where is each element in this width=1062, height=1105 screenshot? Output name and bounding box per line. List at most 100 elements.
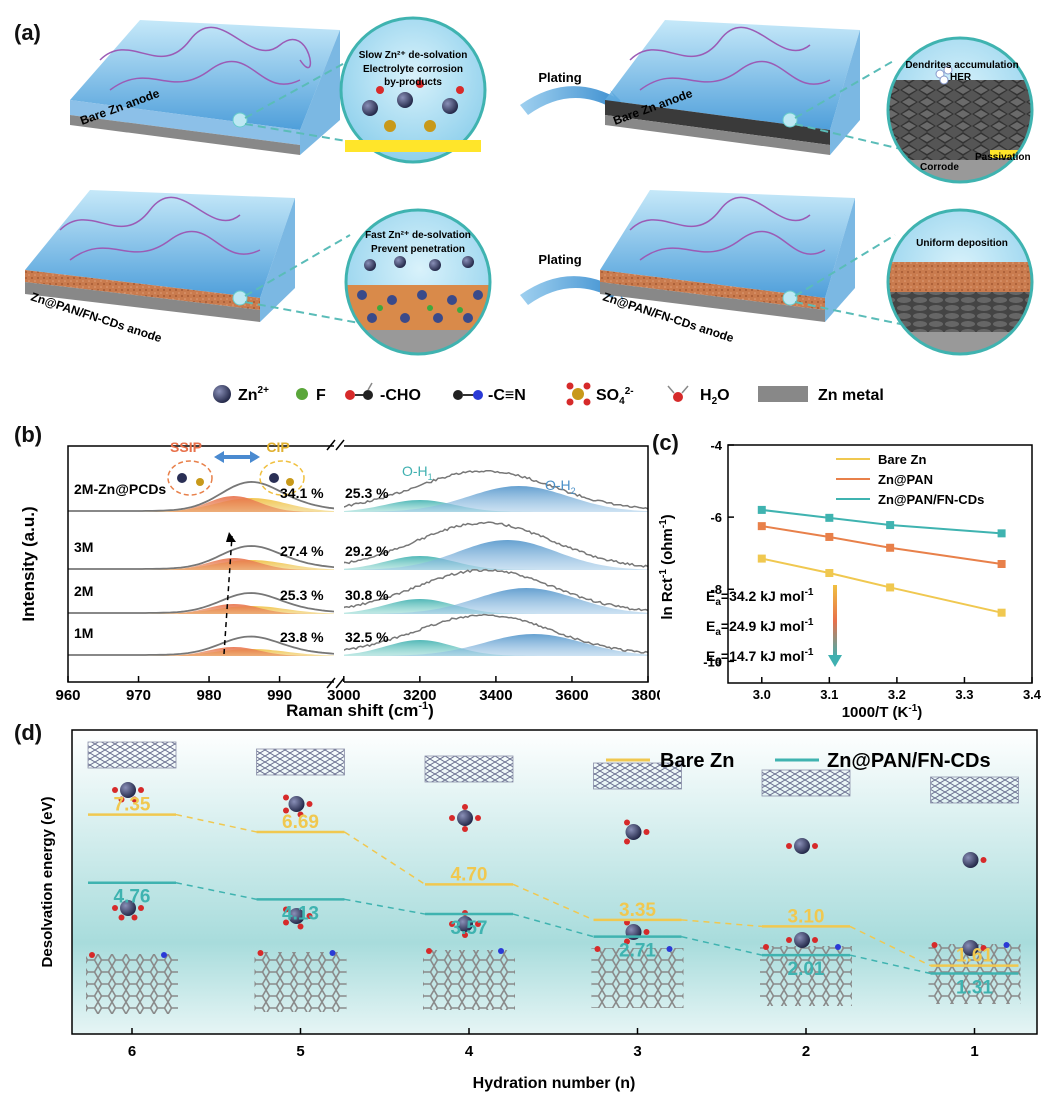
ssip-peak-3 xyxy=(138,647,336,656)
raman-x-ticks: 96097098099030003200340036003800 xyxy=(55,676,660,704)
oh1-peak-3 xyxy=(340,640,648,656)
cn-icon xyxy=(453,390,483,400)
passivation-label: Passivation xyxy=(975,152,1031,163)
zn-ion-top-5 xyxy=(962,852,979,868)
raman-plot-area xyxy=(68,469,649,656)
d-value-label-1-1: 4.13 xyxy=(282,903,319,924)
panel-label-d: (d) xyxy=(14,720,43,745)
plating-label-top: Plating xyxy=(538,70,581,85)
water-bot-0-0 xyxy=(138,905,144,911)
oh1-percent-0: 25.3 % xyxy=(345,485,389,501)
cip-percent-0: 34.1 % xyxy=(280,485,324,501)
legend-so4-sup: 2- xyxy=(625,386,634,397)
d-connector-0-3 xyxy=(681,919,763,928)
panel-a-legend: Zn2+ F -CHO -C≡N SO42- H2O Zn metal xyxy=(213,382,884,407)
circle-top-line2: Electrolyte corrosion xyxy=(363,64,463,75)
c-xtick-label-3.1: 3.1 xyxy=(820,687,838,702)
zn-ion-top-3 xyxy=(625,824,642,840)
c-point-1-2 xyxy=(886,543,895,552)
water-bot-0-3 xyxy=(112,905,118,911)
d-value-label-1-4: 2.01 xyxy=(788,959,825,980)
raman-left-line-3 xyxy=(68,635,337,656)
legend-h2o-sub: 2 xyxy=(712,396,718,407)
panel-a-schematic: Bare Zn anode Slow Zn²⁺ de-solvation Ele… xyxy=(25,16,1034,407)
graphene-slab-3 xyxy=(591,948,684,1008)
raman-left-line-2 xyxy=(68,592,337,614)
tick-label-left-980: 980 xyxy=(197,687,222,704)
d-connector-0-1 xyxy=(344,831,426,885)
surface-n-5 xyxy=(1003,942,1010,948)
c-ytick-label--10: -10 xyxy=(703,654,722,669)
legend-so4-sub: 4 xyxy=(619,396,625,407)
oh2-peak-1 xyxy=(340,540,648,570)
ssip-peak-0 xyxy=(138,496,336,512)
raman-series-label-2: 2M xyxy=(74,583,93,599)
surface-n-4 xyxy=(835,944,841,950)
plating-arrow-bottom xyxy=(520,276,620,305)
oh1-percent-2: 30.8 % xyxy=(345,587,389,603)
graphite-sheet-3 xyxy=(593,762,682,790)
legend-h2o-tail: O xyxy=(717,387,729,404)
surface-o-2 xyxy=(426,948,432,954)
water-bot-1-0 xyxy=(306,913,313,919)
tick-label-right-3200: 3200 xyxy=(403,687,436,704)
d-connector-1-0 xyxy=(175,882,257,901)
c-point-1-3 xyxy=(997,560,1006,568)
cip-label: CIP xyxy=(266,439,289,455)
ssip-cip-annotation: SSIP CIP xyxy=(167,439,305,496)
zn-ion-bottom-1 xyxy=(288,908,305,924)
oh2-peak-0 xyxy=(340,486,648,512)
desolvation-x-axis-label: Hydration number (n) xyxy=(473,1075,636,1092)
circle-top-line3: by-products xyxy=(384,77,442,88)
zn-ion-icon xyxy=(213,385,231,403)
d-connector-1-4 xyxy=(849,954,931,975)
tick-label-right-3000: 3000 xyxy=(327,687,360,704)
zn-ion-bottom-0 xyxy=(120,900,136,916)
cho-icon xyxy=(345,382,373,400)
raman-right-line-3 xyxy=(339,613,649,654)
tick-label-right-3400: 3400 xyxy=(479,687,512,704)
plating-arrow-top xyxy=(520,86,620,115)
d-value-label-1-3: 2.71 xyxy=(619,941,656,962)
d-connector-0-0 xyxy=(175,813,257,833)
c-point-1-0 xyxy=(757,522,766,531)
water-bot-3-1 xyxy=(624,938,630,945)
fluorine-icon xyxy=(296,388,308,400)
circle-bottom-line2: Prevent penetration xyxy=(371,244,465,255)
d-connector-1-1 xyxy=(344,898,426,915)
d-connector-1-3 xyxy=(681,935,763,956)
c-xtick-label-3.2: 3.2 xyxy=(888,687,906,702)
water-top-1-2 xyxy=(283,807,289,814)
water-top-1-1 xyxy=(297,811,304,818)
raman-x-axis-label: Raman shift (cm-1) xyxy=(286,700,434,720)
d-connector-0-2 xyxy=(512,883,594,921)
water-top-3-2 xyxy=(624,819,630,826)
c-line-0 xyxy=(761,557,1002,614)
zn-ion-top-1 xyxy=(288,796,305,812)
c-line-2 xyxy=(761,508,1002,535)
zn-ion-bottom-2 xyxy=(457,916,473,932)
d-xtick-label-3: 3 xyxy=(633,1043,641,1060)
water-top-0-0 xyxy=(138,787,144,793)
coated-block-bottom-left xyxy=(25,190,295,322)
slow-desolvation-circle xyxy=(339,16,487,164)
c-xtick-label-3.0: 3.0 xyxy=(753,687,771,702)
water-bot-3-0 xyxy=(643,929,650,935)
water-top-5-0 xyxy=(980,857,987,863)
circle-top-line1: Slow Zn²⁺ de-solvation xyxy=(359,50,468,61)
legend-zn: Zn xyxy=(238,387,258,404)
tick-label-right-3800: 3800 xyxy=(631,687,660,704)
panel-label-c: (c) xyxy=(652,430,679,455)
d-xtick-label-4: 2 xyxy=(802,1043,810,1060)
legend-cn: -C≡N xyxy=(488,387,526,404)
surface-o-0 xyxy=(89,952,95,958)
water-top-0-2 xyxy=(118,796,125,803)
d-connector-0-4 xyxy=(849,925,931,967)
d-connector-1-2 xyxy=(512,913,594,938)
water-bot-1-1 xyxy=(297,923,304,930)
bare-zn-block-top-left xyxy=(70,20,340,155)
d-value-label-0-3: 3.35 xyxy=(619,900,656,921)
